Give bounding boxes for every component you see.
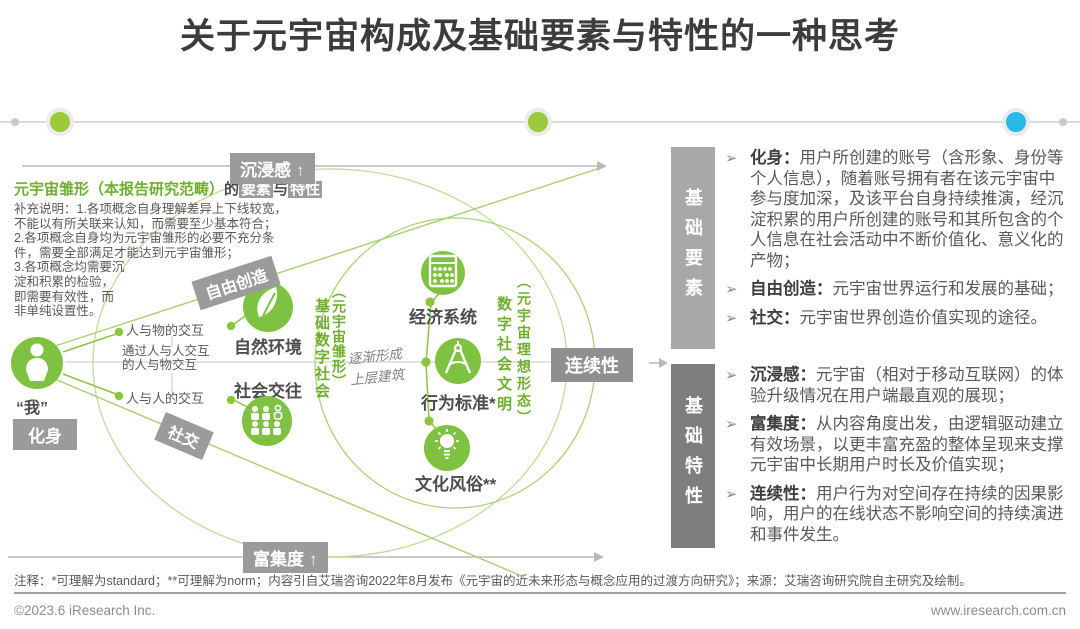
list-item: ➢ 沉浸感：元宇宙（相对于移动互联网）的体验升级情况在用户端最直观的展现； (725, 365, 1070, 406)
continuity-badge: 连续性 (551, 348, 633, 382)
basic-elements-strip: 基础要素 (671, 147, 715, 349)
avatar-badge: 化身 (13, 419, 77, 450)
intro-heading: 元宇宙雏形（本报告研究范畴）的要素与特性 (14, 178, 323, 199)
basic-elements-strip-label: 基础要素 (683, 188, 703, 308)
intro-heading-highlight1: 要素 (239, 181, 274, 198)
item-term: 沉浸感： (750, 366, 816, 384)
compass-icon (435, 336, 481, 387)
item-desc: 用户行为对空间存在持续的因果影响，用户的在线状态不影响空间的持续演进和事件发生。 (750, 484, 1064, 544)
arrow-bullet-icon: ➢ (725, 150, 738, 167)
interaction-row-1: 人与物的交互 (126, 323, 205, 338)
copyright-text: ©2023.6 iResearch Inc. (14, 603, 156, 618)
item-desc: 用户所创建的账号（含形象、身份等个人信息），随着账号拥有者在该元宇宙中参与度加深… (750, 149, 1064, 270)
arrow-bullet-icon: ➢ (725, 485, 738, 503)
timeline-dot-green-left (46, 108, 74, 136)
item-desc: 元宇宙世界运行和发展的基础； (832, 280, 1064, 298)
arrow-bullet-icon: ➢ (725, 367, 738, 384)
intro-heading-plain2: 与 (273, 181, 289, 198)
list-item: ➢ 富集度：从内容角度出发，由逻辑驱动建立有效场景，以更丰富充盈的整体呈现来支撑元… (725, 414, 1070, 476)
nature-label: 自然环境 (234, 338, 302, 357)
vertical-caption-ideal-form: （元宇宙理想形态） (516, 274, 532, 427)
list-item: ➢ 化身：用户所创建的账号（含形象、身份等个人信息），随着账号拥有者在该元宇宙中参… (725, 148, 1070, 271)
list-item: ➢ 社交：元宇宙世界创造价值实现的途径。 (725, 308, 1070, 329)
footer-divider (14, 592, 1066, 594)
item-desc: 从内容角度出发，由逻辑驱动建立有效场景，以更丰富充盈的整体呈现来支撑元宇宙中长期… (750, 415, 1064, 474)
lightbulb-icon (424, 423, 470, 474)
me-node (11, 337, 63, 389)
abacus-icon (421, 249, 465, 298)
timeline-dot-small-left (11, 118, 19, 126)
intro-heading-green: 元宇宙雏形（本报告研究范畴） (14, 181, 225, 198)
item-term: 化身： (750, 149, 800, 167)
intro-note: 补充说明：1.各项概念自身理解差异上下线较宽， 不能以有所关联来认知，而需要至少… (14, 202, 287, 319)
intro-heading-highlight2: 特性 (288, 181, 323, 198)
timeline-dot-small-right (1059, 118, 1067, 126)
list-item: ➢ 连续性：用户行为对空间存在持续的因果影响，用户的在线状态不影响空间的持续演进和… (725, 484, 1070, 546)
interaction-row-2: 通过人与人交互 的人与物交互 (122, 344, 210, 372)
vertical-caption-digital-civilization: 数字社会文明 (495, 296, 512, 416)
richness-axis-badge: 富集度 ↑ (243, 542, 328, 573)
up-arrow-icon: ↑ (296, 161, 305, 180)
up-arrow-icon: ↑ (309, 550, 318, 569)
item-term: 富集度： (750, 415, 816, 433)
interaction-row-3: 人与人的交互 (126, 391, 205, 406)
person-icon (11, 335, 63, 392)
culture-label: 文化风俗** (415, 475, 497, 494)
website-link: www.iresearch.com.cn (930, 603, 1066, 618)
people-group-icon (242, 394, 292, 449)
item-term: 自由创造： (750, 280, 833, 298)
arrow-bullet-icon: ➢ (725, 416, 738, 433)
culture-node (424, 425, 470, 471)
item-desc: 元宇宙（相对于移动互联网）的体验升级情况在用户端最直观的展现； (750, 366, 1064, 405)
immersion-label: 沉浸感 (240, 161, 291, 180)
behavior-node (435, 338, 481, 384)
item-term: 连续性： (750, 484, 816, 503)
vertical-caption-metaverse-prototype: （元宇宙雏形） (331, 284, 347, 389)
economy-node (421, 251, 465, 295)
immersion-axis-badge: 沉浸感 ↑ (230, 153, 315, 184)
list-item: ➢ 自由创造：元宇宙世界运行和发展的基础； (725, 279, 1070, 300)
arrow-bullet-icon: ➢ (725, 309, 738, 327)
economy-label: 经济系统 (409, 308, 477, 327)
page-title: 关于元宇宙构成及基础要素与特性的一种思考 (179, 17, 900, 56)
me-label: “我” (16, 400, 49, 417)
item-desc: 元宇宙世界创造价值实现的途径。 (799, 308, 1048, 327)
timeline-dot-green-mid (524, 108, 552, 136)
basic-features-list: ➢ 沉浸感：元宇宙（相对于移动互联网）的体验升级情况在用户端最直观的展现； ➢ 富集… (725, 365, 1070, 553)
social-interaction-node (242, 396, 292, 446)
basic-elements-list: ➢ 化身：用户所创建的账号（含形象、身份等个人信息），随着账号拥有者在该元宇宙中参… (725, 148, 1070, 336)
leaf-icon (243, 280, 293, 335)
arrow-bullet-icon: ➢ (725, 281, 738, 298)
behavior-label: 行为标准* (421, 394, 496, 413)
richness-label: 富集度 (253, 550, 304, 569)
basic-features-strip: 基础特性 (671, 364, 715, 548)
vertical-caption-basic-digital-society: 基础数字社会 (313, 298, 330, 400)
item-term: 社交： (750, 308, 800, 327)
basic-features-strip-label: 基础特性 (683, 396, 703, 516)
intro-heading-plain1: 的 (224, 181, 240, 198)
transition-note: 逐渐形成 上层建筑 (347, 346, 405, 388)
footnote: 注释：*可理解为standard；**可理解为norm；内容引自艾瑞咨询2022… (14, 574, 972, 588)
social-interaction-label: 社会交往 (234, 382, 302, 401)
timeline-dot-blue (1002, 108, 1030, 136)
